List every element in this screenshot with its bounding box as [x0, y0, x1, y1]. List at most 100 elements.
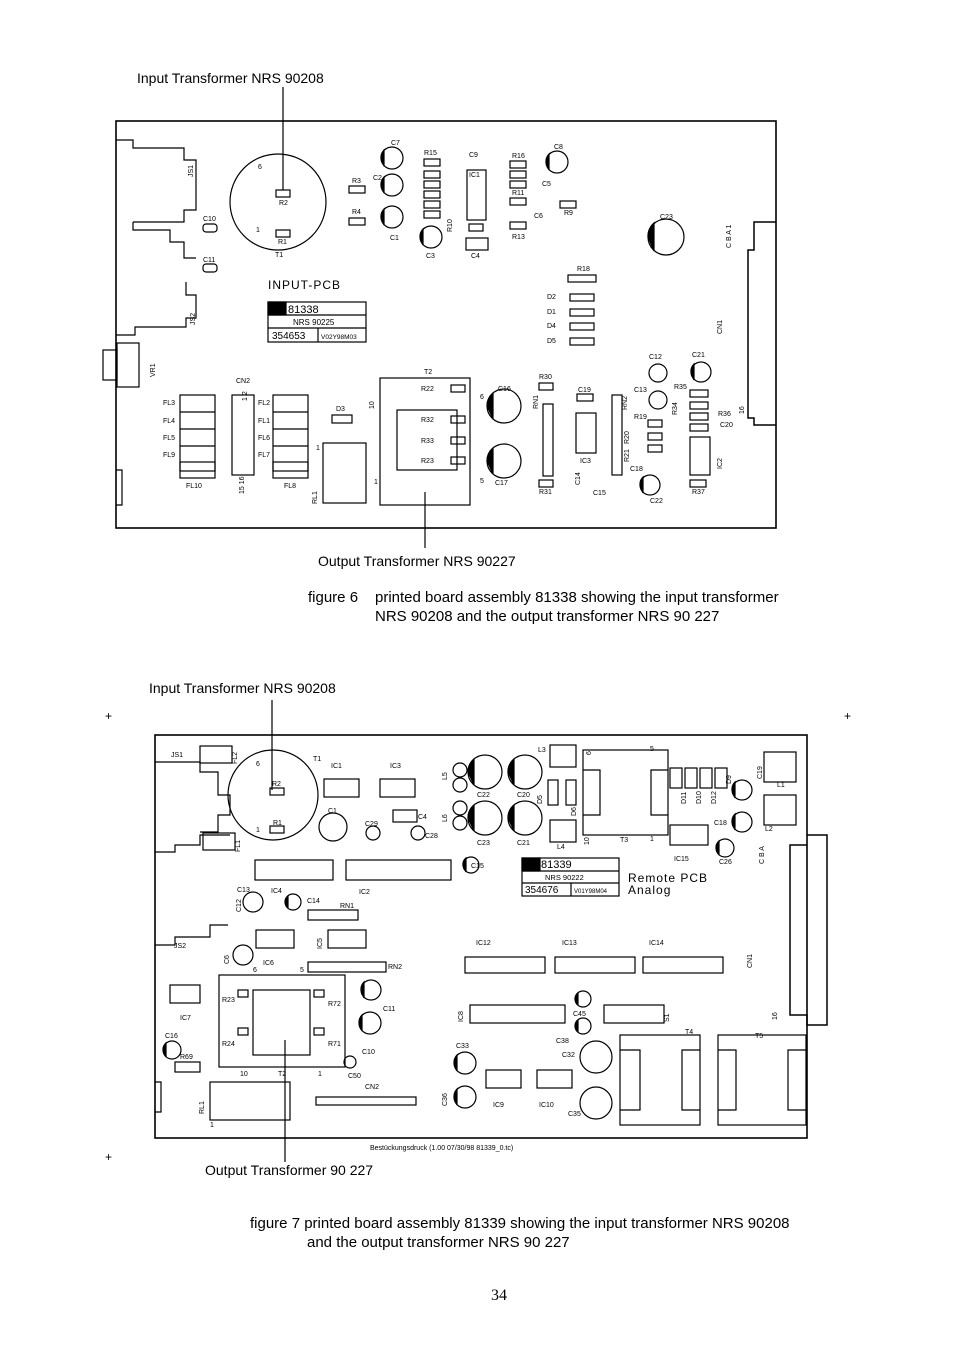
- fig6-part-label-t1: T1: [275, 252, 283, 259]
- fig7-part-label-6b: 6: [586, 751, 593, 755]
- fig6-part-label-c13: C13: [634, 387, 647, 394]
- fig7-part-label-fl2: FL2: [232, 752, 239, 764]
- fig7-part-label-c38: C38: [556, 1038, 569, 1045]
- fig6-part-label-c5: C5: [542, 181, 551, 188]
- fig6-part-label-5: 5: [480, 478, 484, 485]
- fig6-part-label-fl3: FL3: [163, 400, 175, 407]
- fig6-part-label-r16: R16: [512, 153, 525, 160]
- fig7-part-label-d12: D12: [711, 791, 718, 804]
- fig6-caption-line2: NRS 90208 and the output transformer NRS…: [375, 608, 720, 625]
- fig7-board-title-line2: Analog: [628, 883, 671, 897]
- fig7-part-label-c11: C11: [383, 1006, 395, 1013]
- fig6-part-label-r36: R36: [718, 411, 731, 418]
- fig6-output-transformer-label: Output Transformer NRS 90227: [318, 553, 516, 569]
- fig7-part-label-t1: T1: [313, 756, 321, 763]
- fig6-board-outline: [115, 120, 777, 529]
- fig6-part-label-cn1: CN1: [717, 320, 724, 334]
- fig6-part-label-c17: C17: [495, 480, 508, 487]
- fig7-part-label-6c: 6: [253, 967, 257, 974]
- fig6-board-title: INPUT-PCB: [268, 278, 341, 292]
- fig7-part-label-cn2: CN2: [365, 1084, 379, 1091]
- fig7-part-label-s1: S1: [664, 1013, 671, 1022]
- fig7-part-label-rl1: RL1: [199, 1101, 206, 1114]
- fig7-board-footer: Bestückungsdruck (1.00 07/30/98 81339_0.…: [370, 1145, 513, 1152]
- fig7-part-label-c26: C26: [719, 859, 732, 866]
- fig7-id-box-line-2: NRS 90222: [545, 873, 584, 882]
- fig6-part-label-cn2: CN2: [236, 378, 250, 385]
- registration-mark: +: [105, 1150, 113, 1164]
- fig7-part-label-5b: 5: [300, 967, 304, 974]
- fig7-part-label-t3: T3: [620, 837, 628, 844]
- fig6-id-box-line-1: 81338: [288, 304, 319, 316]
- fig7-part-label-fl1: FL1: [235, 840, 242, 852]
- fig7-part-label-c45: C45: [573, 1011, 586, 1018]
- fig6-part-labels: JS1 JS2 VR1 C10 C11 6 1 R2 R1 T1 C7 C2 C…: [150, 140, 746, 505]
- fig7-part-label-r23: R23: [222, 997, 235, 1004]
- fig6-id-box-line-3: 354653: [272, 331, 306, 342]
- fig7-part-label-ic7: IC7: [180, 1015, 191, 1022]
- fig6-input-transformer: [229, 153, 327, 251]
- fig7-part-label-c12: C12: [236, 899, 243, 912]
- fig6-part-label-c7: C7: [391, 140, 400, 147]
- fig6-part-label-c19: C19: [578, 387, 591, 394]
- fig6-id-box: [267, 301, 367, 343]
- fig6-part-label-d2: D2: [547, 294, 556, 301]
- fig7-part-label-l2: L2: [765, 826, 773, 833]
- fig7-part-label-c35: C35: [568, 1111, 581, 1118]
- fig6-part-label-r37: R37: [692, 489, 705, 496]
- fig7-id-box-line-4: V01Y98M04: [574, 889, 608, 895]
- fig7-part-label-c22: C22: [477, 792, 490, 799]
- fig7-part-label-ic6: IC6: [263, 960, 274, 967]
- fig6-part-label-ic1: IC1: [469, 172, 480, 179]
- registration-mark: +: [105, 709, 113, 723]
- registration-mark: +: [844, 709, 852, 723]
- fig7-part-label-10: 10: [584, 837, 591, 845]
- fig6-part-label-r20: R20: [624, 431, 631, 444]
- fig7-part-label-r69: R69: [180, 1054, 193, 1061]
- fig6-part-label-c18: C18: [630, 466, 643, 473]
- fig7-part-label-1: 1: [256, 827, 260, 834]
- fig6-part-label-d3: D3: [336, 406, 345, 413]
- fig7-part-label-t5: T5: [755, 1033, 763, 1040]
- fig6-part-label-fl5: FL5: [163, 435, 175, 442]
- fig7-part-label-1c: 1: [318, 1071, 322, 1078]
- fig6-id-box-line-4: V02Y98M03: [321, 334, 357, 341]
- fig7-part-label-ic4: IC4: [271, 888, 282, 895]
- fig6-part-label-r11: R11: [512, 190, 524, 197]
- fig6-part-label-r1: R1: [278, 239, 287, 246]
- fig7-part-label-c14: C14: [307, 898, 320, 905]
- fig6-part-label-d5: D5: [547, 338, 556, 345]
- fig6-caption: figure 6 printed board assembly 81338 sh…: [308, 588, 779, 626]
- fig7-part-label-c1: C1: [328, 808, 337, 815]
- fig6-part-label-c20: C20: [720, 422, 733, 429]
- fig7-part-label-c6: C6: [224, 955, 231, 964]
- fig6-part-label-c10: C10: [203, 216, 216, 223]
- fig6-part-label-fl4: FL4: [163, 418, 175, 425]
- fig7-part-label-1b: 1: [650, 836, 654, 843]
- fig7-part-label-c19: C19: [757, 766, 764, 779]
- fig6-part-label-r18: R18: [577, 266, 590, 273]
- fig6-input-transformer-label: Input Transformer NRS 90208: [137, 70, 324, 86]
- fig6-caption-number: figure 6: [308, 589, 359, 606]
- fig7-part-label-rn1: RN1: [340, 903, 354, 910]
- fig7-part-label-rn2: RN2: [388, 964, 402, 971]
- fig6-part-label-c1: C1: [390, 235, 399, 242]
- fig7-part-label-c23: C23: [477, 840, 490, 847]
- fig7-part-label-c13: C13: [237, 887, 250, 894]
- fig6-part-label-r23: R23: [421, 458, 434, 465]
- fig7-part-label-r72: R72: [328, 1001, 341, 1008]
- fig6-part-label-c4: C4: [471, 253, 480, 260]
- fig7-part-label-c10: C10: [362, 1049, 375, 1056]
- fig7-part-label-5: 5: [650, 746, 654, 753]
- fig6-part-label-6b: 6: [480, 394, 484, 401]
- fig6-part-label-c15: C15: [593, 490, 606, 497]
- fig6-part-label-c8: C8: [554, 144, 563, 151]
- fig7-part-label-c36: C36: [442, 1093, 449, 1106]
- fig6-part-label-c21: C21: [692, 352, 705, 359]
- fig7-part-label-ic14: IC14: [649, 940, 664, 947]
- fig6-part-label-r22: R22: [421, 386, 434, 393]
- fig6-part-label-c3: C3: [426, 253, 435, 260]
- fig6-part-label-16: 16: [739, 406, 746, 414]
- fig7-part-label-d9: D9: [726, 775, 733, 784]
- fig6-part-label-r3: R3: [352, 178, 361, 185]
